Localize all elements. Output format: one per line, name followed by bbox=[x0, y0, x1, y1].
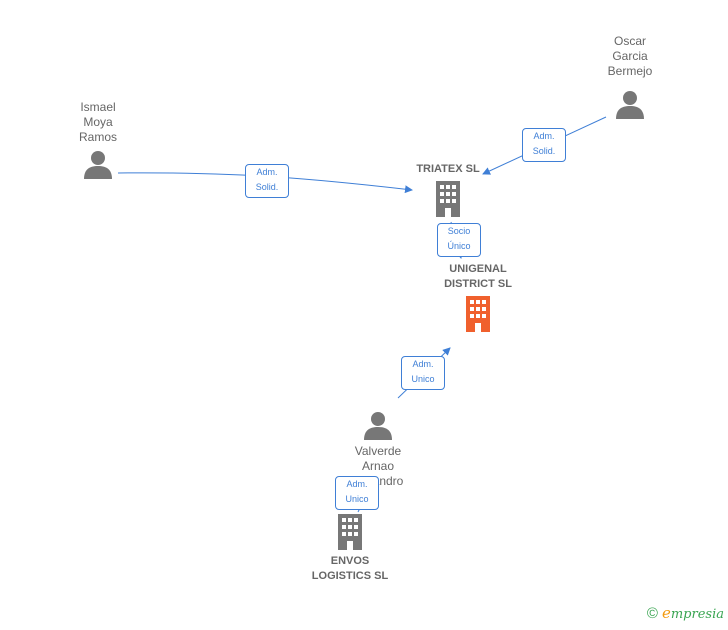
company-label: UNIGENAL DISTRICT SL bbox=[444, 263, 512, 290]
company-label: TRIATEX SL bbox=[416, 163, 480, 175]
building-icon bbox=[436, 181, 460, 217]
edge-label-valverde-unigenal[interactable]: Adm. Unico bbox=[401, 356, 445, 390]
person-oscar[interactable]: Oscar Garcia Bermejo bbox=[590, 34, 670, 119]
person-ismael[interactable]: Ismael Moya Ramos bbox=[58, 100, 138, 179]
copyright-icon: © bbox=[646, 604, 658, 622]
edge-label-valverde-envos[interactable]: Adm. Unico bbox=[335, 476, 379, 510]
person-icon bbox=[84, 151, 112, 179]
edge-label-triatex-unigenal[interactable]: Socio Único bbox=[437, 223, 481, 257]
company-envos[interactable]: ENVOS LOGISTICS SL bbox=[298, 514, 402, 584]
person-label: Oscar Garcia Bermejo bbox=[607, 34, 653, 78]
company-unigenal[interactable]: UNIGENAL DISTRICT SL bbox=[418, 262, 538, 332]
edge-label-ismael-triatex[interactable]: Adm. Solid. bbox=[245, 164, 289, 198]
company-triatex[interactable]: TRIATEX SL bbox=[398, 162, 498, 217]
brand-logo: empresia bbox=[661, 604, 724, 622]
company-label: ENVOS LOGISTICS SL bbox=[311, 555, 389, 582]
building-icon bbox=[466, 296, 490, 332]
person-icon bbox=[364, 412, 392, 440]
person-icon bbox=[616, 91, 644, 119]
person-label: Ismael Moya Ramos bbox=[78, 100, 117, 144]
edge-label-oscar-triatex[interactable]: Adm. Solid. bbox=[522, 128, 566, 162]
building-icon bbox=[338, 514, 362, 550]
footer-brand: © empresia bbox=[647, 604, 724, 622]
